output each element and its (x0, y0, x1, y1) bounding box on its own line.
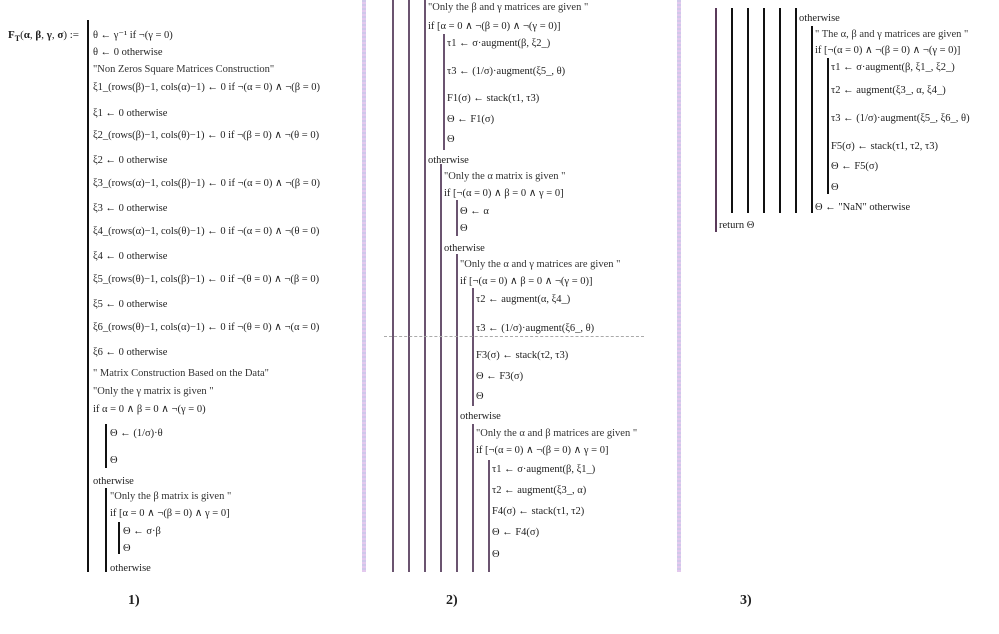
code-line: Θ ← "NaN" otherwise (815, 202, 911, 213)
code-line: ξ5 ← 0 otherwise (93, 299, 168, 310)
code-line: F3(σ) ← stack(τ2, τ3) (476, 350, 569, 361)
program-bracket (105, 488, 107, 572)
code-line: Θ (476, 391, 484, 402)
code-line: otherwise (428, 155, 469, 166)
panel-caption: 1) (128, 593, 140, 608)
code-line: Θ ← F5(σ) (831, 161, 879, 172)
code-line: otherwise (444, 243, 485, 254)
program-bracket (795, 8, 797, 213)
comment-line: "Non Zeros Square Matrices Construction" (93, 64, 275, 75)
code-line: τ2 ← augment(α, ξ4_) (476, 294, 571, 305)
page-break-line (384, 336, 644, 337)
code-line: Θ (460, 223, 468, 234)
code-line: ξ5_(rows(θ)−1, cols(β)−1) ← 0 if ¬(θ = 0… (93, 274, 320, 285)
code-line: Θ ← (1/σ)·θ (110, 428, 163, 439)
program-bracket (827, 58, 829, 194)
code-line: F5(σ) ← stack(τ1, τ2, τ3) (831, 141, 938, 152)
code-line: τ3 ← (1/σ)·augment(ξ5_, θ) (447, 66, 566, 77)
code-line: if [¬(α = 0) ∧ ¬(β = 0) ∧ γ = 0] (476, 445, 609, 456)
code-line: ξ1_(rows(β)−1, cols(α)−1) ← 0 if ¬(α = 0… (93, 82, 321, 93)
code-line: if [¬(α = 0) ∧ ¬(β = 0) ∧ ¬(γ = 0)] (815, 45, 961, 56)
code-line: Θ (123, 543, 131, 554)
code-line: τ2 ← augment(ξ3_, α) (492, 485, 587, 496)
code-line: ξ2 ← 0 otherwise (93, 155, 168, 166)
code-line: τ2 ← augment(ξ3_, α, ξ4_) (831, 85, 946, 96)
code-line: θ ← 0 otherwise (93, 47, 163, 58)
program-bracket (456, 254, 458, 572)
program-bracket (715, 8, 717, 232)
code-line: ξ4 ← 0 otherwise (93, 251, 168, 262)
code-line: ξ3 ← 0 otherwise (93, 203, 168, 214)
code-line: Θ ← F4(σ) (492, 527, 540, 538)
code-line: otherwise (460, 411, 501, 422)
program-bracket (811, 26, 813, 213)
program-bracket (488, 460, 490, 572)
code-line: ξ1 ← 0 otherwise (93, 108, 168, 119)
code-line: ξ4_(rows(α)−1, cols(θ)−1) ← 0 if ¬(α = 0… (93, 226, 320, 237)
comment-line: "Only the α and β matrices are given " (476, 428, 638, 439)
code-line: Θ ← σ·β (123, 526, 161, 537)
code-line: ξ6 ← 0 otherwise (93, 347, 168, 358)
program-bracket (118, 522, 120, 554)
program-bracket (763, 8, 765, 213)
code-line: ξ3_(rows(α)−1, cols(β)−1) ← 0 if ¬(α = 0… (93, 178, 321, 189)
program-bracket (472, 424, 474, 572)
comment-line: "Only the γ matrix is given " (93, 386, 214, 397)
program-bracket (408, 0, 410, 572)
program-bracket (779, 8, 781, 213)
code-line: Θ (110, 455, 118, 466)
code-line: if α = 0 ∧ β = 0 ∧ ¬(γ = 0) (93, 404, 206, 415)
program-bracket (456, 200, 458, 236)
code-line: ξ6_(rows(θ)−1, cols(α)−1) ← 0 if ¬(θ = 0… (93, 322, 320, 333)
program-bracket (472, 288, 474, 406)
code-line: F1(σ) ← stack(τ1, τ3) (447, 93, 540, 104)
code-line: otherwise (799, 13, 840, 24)
code-line: Θ ← F3(σ) (476, 371, 524, 382)
function-definition: FT(α, β, γ, σ) := (8, 29, 80, 44)
program-bracket (731, 8, 733, 213)
code-line: Θ (492, 549, 500, 560)
panel-caption: 3) (740, 593, 752, 608)
program-bracket (105, 424, 107, 468)
code-line: Θ (447, 134, 455, 145)
page-divider (677, 0, 681, 572)
code-line: F4(σ) ← stack(τ1, τ2) (492, 506, 585, 517)
code-line: Θ ← F1(σ) (447, 114, 495, 125)
comment-line: "Only the α and γ matrices are given " (460, 259, 621, 270)
code-line: τ1 ← σ·augment(β, ξ1_) (492, 464, 596, 475)
page-divider (362, 0, 366, 572)
code-line: if [α = 0 ∧ ¬(β = 0) ∧ γ = 0] (110, 508, 230, 519)
code-line: τ1 ← σ·augment(β, ξ1_, ξ2_) (831, 62, 955, 73)
program-bracket (392, 0, 394, 572)
code-line: Θ (831, 182, 839, 193)
code-line: θ ← γ⁻¹ if ¬(γ = 0) (93, 30, 173, 41)
code-line: if [¬(α = 0) ∧ β = 0 ∧ γ = 0] (444, 188, 564, 199)
program-bracket (747, 8, 749, 213)
code-line: otherwise (110, 563, 151, 574)
code-line: ξ2_(rows(β)−1, cols(θ)−1) ← 0 if ¬(β = 0… (93, 130, 320, 141)
program-bracket (440, 164, 442, 572)
program-bracket (424, 0, 426, 572)
code-line: if [¬(α = 0) ∧ β = 0 ∧ ¬(γ = 0)] (460, 276, 593, 287)
code-line: if [α = 0 ∧ ¬(β = 0) ∧ ¬(γ = 0)] (428, 21, 561, 32)
code-line: τ3 ← (1/σ)·augment(ξ5_, ξ6_, θ) (831, 113, 970, 124)
comment-line: "Only the β and γ matrices are given " (428, 2, 589, 13)
program-bracket (87, 20, 89, 572)
comment-line: "Only the α matrix is given " (444, 171, 566, 182)
code-line: Θ ← α (460, 206, 489, 217)
program-bracket (443, 34, 445, 150)
code-line: return Θ (719, 220, 755, 231)
code-line: otherwise (93, 476, 134, 487)
panel-caption: 2) (446, 593, 458, 608)
comment-line: " Matrix Construction Based on the Data" (93, 368, 269, 379)
comment-line: " The α, β and γ matrices are given " (815, 29, 969, 40)
code-line: τ1 ← σ·augment(β, ξ2_) (447, 38, 551, 49)
code-line: τ3 ← (1/σ)·augment(ξ6_, θ) (476, 323, 595, 334)
comment-line: "Only the β matrix is given " (110, 491, 232, 502)
